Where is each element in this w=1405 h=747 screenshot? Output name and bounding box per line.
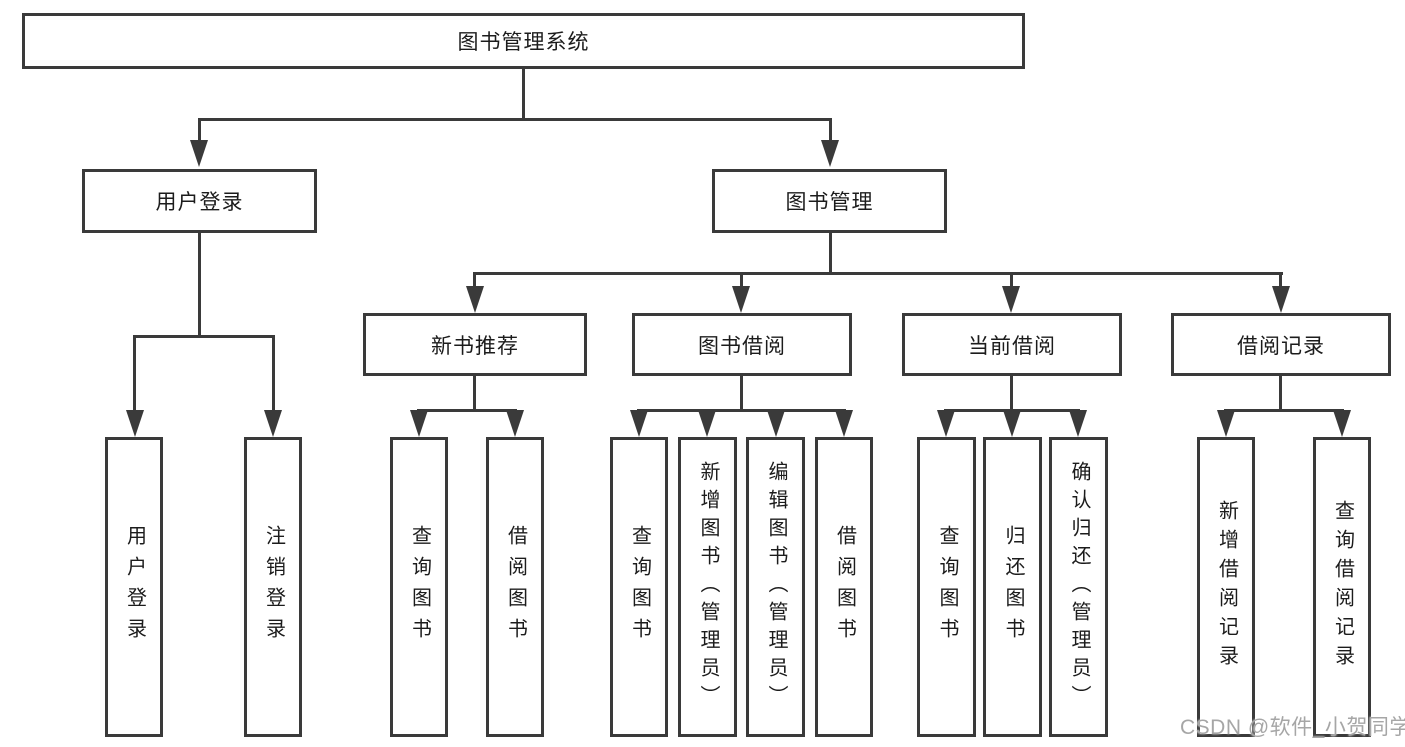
connector-newbooks-rail (417, 409, 517, 412)
leaf-borrowing-edit: 编辑图书（管理员） (746, 437, 805, 737)
leaf-borrowing-add-label: 新增图书（管理员） (697, 461, 719, 713)
node-book-borrowing: 图书借阅 (632, 313, 852, 376)
leaf-records-query-label: 查询借阅记录 (1331, 500, 1354, 674)
node-current-borrowing-label: 当前借阅 (968, 334, 1056, 358)
node-book-management: 图书管理 (712, 169, 947, 233)
arrowhead-icon (264, 410, 282, 437)
leaf-user-login: 用户登录 (105, 437, 163, 737)
connector-borrowing-rail (637, 409, 846, 412)
arrowhead-icon (466, 286, 484, 313)
leaf-records-add: 新增借阅记录 (1197, 437, 1255, 737)
arrowhead-icon (630, 410, 648, 437)
arrowhead-icon (506, 410, 524, 437)
node-book-borrowing-label: 图书借阅 (698, 334, 786, 358)
arrowhead-icon (698, 410, 716, 437)
node-root-label: 图书管理系统 (457, 31, 590, 54)
connector-login-down (198, 233, 201, 338)
leaf-logout: 注销登录 (244, 437, 302, 737)
connector-login-stem (198, 118, 201, 142)
leaf-borrowing-borrow: 借阅图书 (815, 437, 873, 737)
arrowhead-icon (126, 410, 144, 437)
node-user-login-label: 用户登录 (155, 191, 244, 214)
connector-borrowing-down (740, 376, 743, 410)
connector-mgmt-down (829, 233, 832, 275)
leaf-current-confirm-label: 确认归还（管理员） (1068, 461, 1090, 713)
arrowhead-icon (732, 286, 750, 313)
leaf-current-return-label: 归还图书 (1002, 525, 1024, 649)
node-user-login: 用户登录 (82, 169, 317, 233)
arrowhead-icon (767, 410, 785, 437)
leaf-borrowing-add: 新增图书（管理员） (678, 437, 737, 737)
connector-level3-rail (473, 272, 1283, 275)
node-borrow-records-label: 借阅记录 (1237, 334, 1325, 358)
connector-login-rail (133, 335, 275, 338)
connector-borrowing-stem (740, 272, 743, 288)
arrowhead-icon (821, 140, 839, 167)
connector-records-down (1279, 376, 1282, 410)
connector-userlogin-stem (133, 335, 136, 412)
node-root-system: 图书管理系统 (22, 13, 1025, 69)
leaf-current-return: 归还图书 (983, 437, 1042, 737)
csdn-watermark: CSDN @软件_小贺同学 (1180, 716, 1405, 739)
leaf-records-query: 查询借阅记录 (1313, 437, 1371, 737)
leaf-user-login-label: 用户登录 (123, 525, 146, 649)
connector-root-stem (522, 68, 525, 118)
leaf-newbooks-query-label: 查询图书 (408, 525, 431, 649)
leaf-newbooks-query: 查询图书 (390, 437, 448, 737)
connector-level2-rail (198, 118, 832, 121)
leaf-borrowing-borrow-label: 借阅图书 (833, 525, 856, 649)
leaf-newbooks-borrow-label: 借阅图书 (504, 525, 527, 649)
node-current-borrowing: 当前借阅 (902, 313, 1122, 376)
arrowhead-icon (1002, 286, 1020, 313)
arrowhead-icon (1003, 410, 1021, 437)
leaf-borrowing-query-label: 查询图书 (628, 525, 651, 649)
leaf-logout-label: 注销登录 (262, 525, 285, 649)
arrowhead-icon (190, 140, 208, 167)
leaf-current-query-label: 查询图书 (936, 525, 958, 649)
connector-newbooks-down (473, 376, 476, 410)
arrowhead-icon (1069, 410, 1087, 437)
node-book-management-label: 图书管理 (785, 191, 874, 214)
arrowhead-icon (835, 410, 853, 437)
arrowhead-icon (1272, 286, 1290, 313)
node-new-books: 新书推荐 (363, 313, 587, 376)
connector-records-stem (1279, 272, 1282, 288)
leaf-current-query: 查询图书 (917, 437, 976, 737)
leaf-borrowing-query: 查询图书 (610, 437, 668, 737)
connector-current-down (1010, 376, 1013, 410)
arrowhead-icon (1333, 410, 1351, 437)
arrowhead-icon (1217, 410, 1235, 437)
arrowhead-icon (937, 410, 955, 437)
leaf-current-confirm: 确认归还（管理员） (1049, 437, 1108, 737)
connector-mgmt-stem (829, 118, 832, 142)
connector-records-rail (1224, 409, 1344, 412)
leaf-borrowing-edit-label: 编辑图书（管理员） (765, 461, 787, 713)
connector-current-stem (1010, 272, 1013, 288)
node-new-books-label: 新书推荐 (431, 334, 519, 358)
connector-logout-stem (272, 335, 275, 412)
arrowhead-icon (410, 410, 428, 437)
leaf-records-add-label: 新增借阅记录 (1215, 500, 1238, 674)
connector-newbooks-stem (473, 272, 476, 288)
node-borrow-records: 借阅记录 (1171, 313, 1391, 376)
leaf-newbooks-borrow: 借阅图书 (486, 437, 544, 737)
